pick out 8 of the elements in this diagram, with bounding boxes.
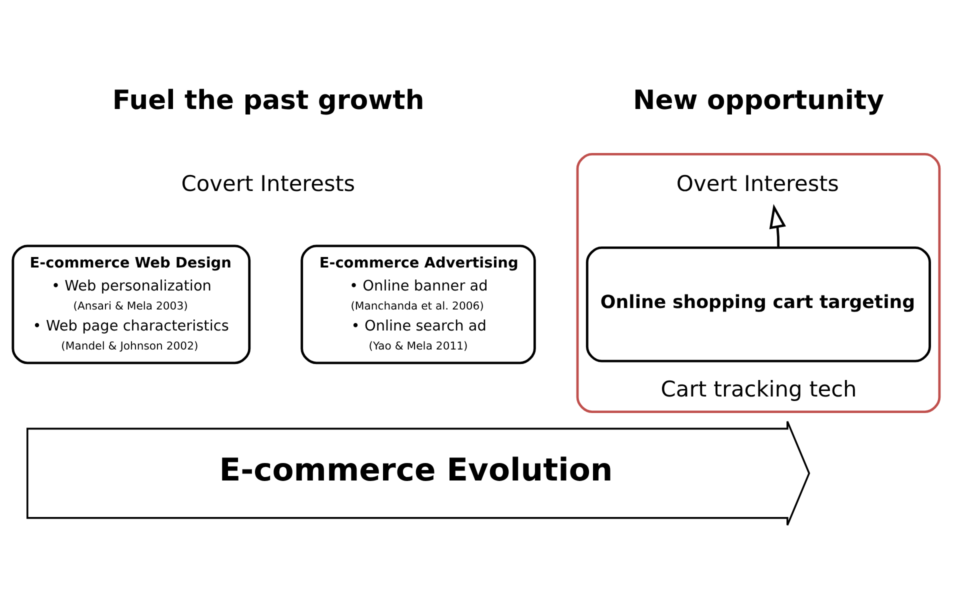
label: Fuel the past growth: [112, 84, 424, 116]
label: Covert Interests: [181, 171, 356, 196]
node-text: Overt Interests: [676, 171, 839, 196]
node-box: E-commerce Web Design • Web personalization (Ansari & Mela 2003) • Web page characteristics (Mandel & Johnson 2002): [12, 244, 251, 364]
label: New opportunity: [633, 84, 884, 116]
node-box: E-commerce Advertising • Online banner ad (Manchanda et al. 2006) • Online search ad (Yao & Mela 2011): [300, 244, 536, 364]
arrow: [769, 203, 786, 248]
node-box: Online shopping cart targeting: [586, 246, 931, 362]
